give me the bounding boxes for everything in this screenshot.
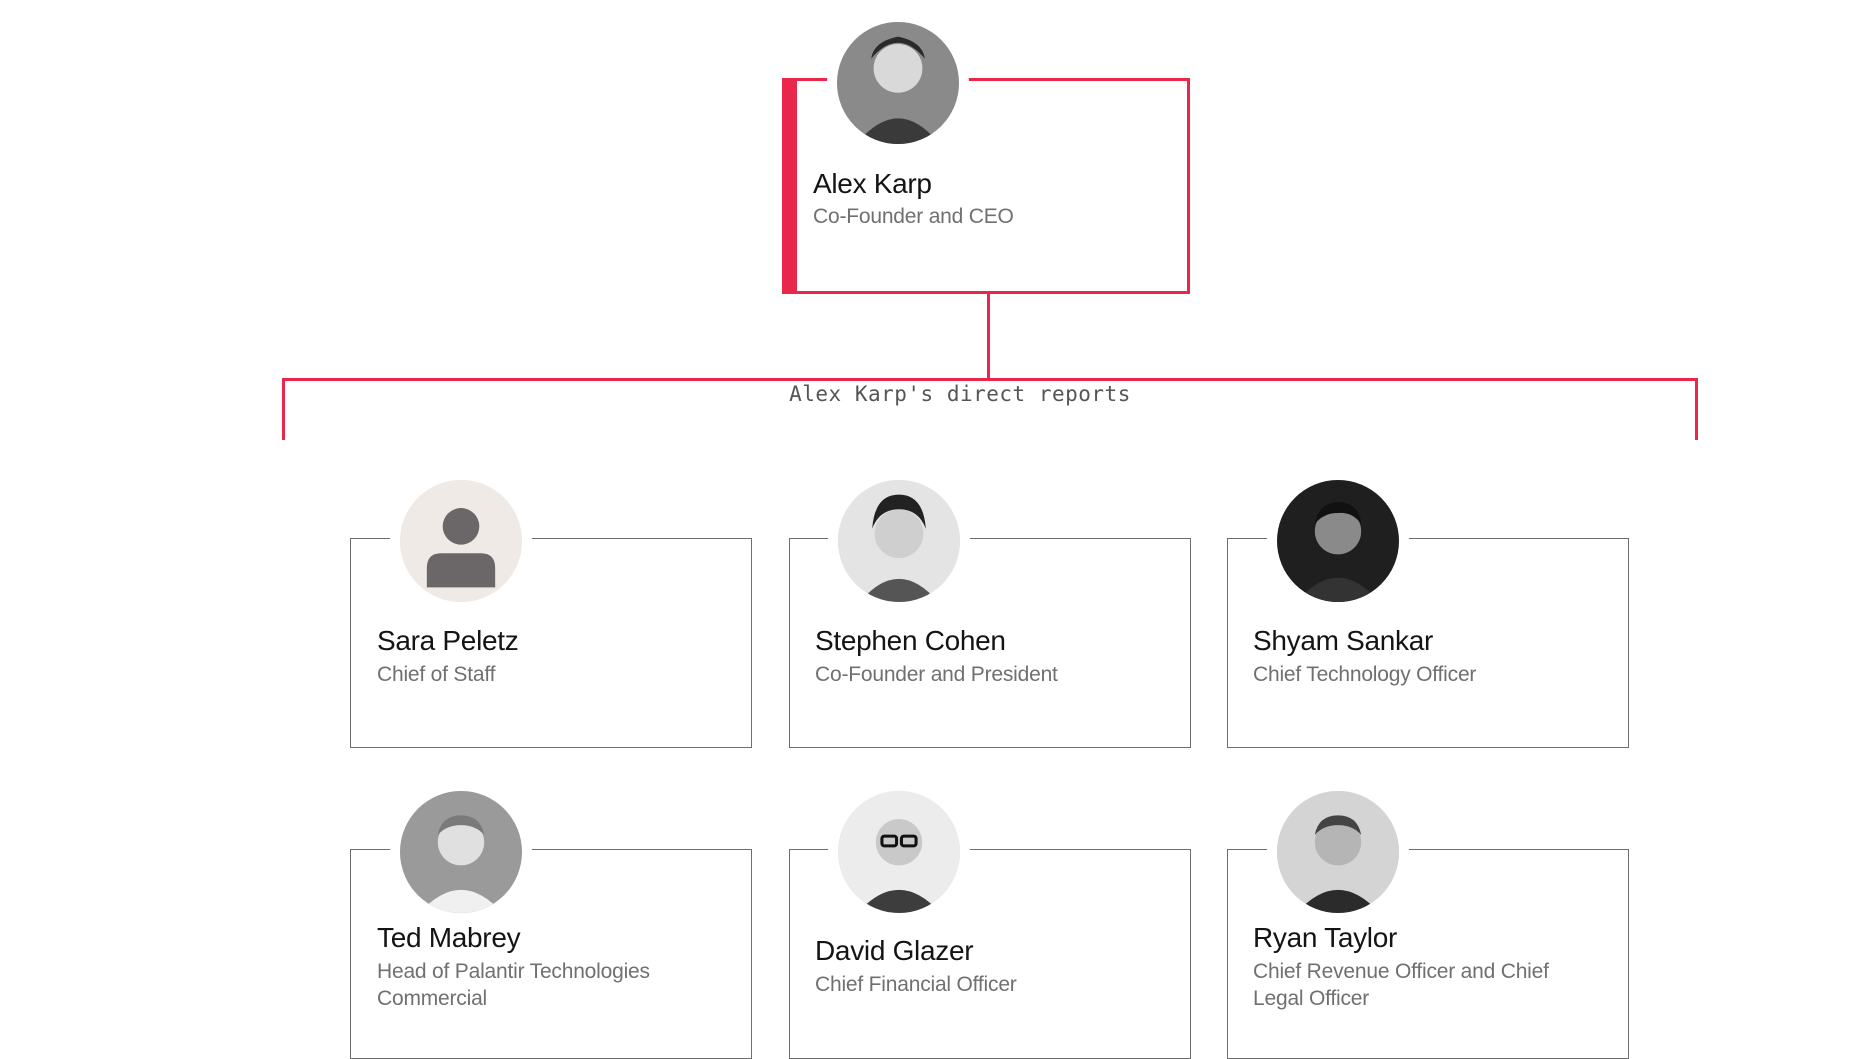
report-name: Stephen Cohen xyxy=(815,625,1006,656)
person-photo-icon xyxy=(838,480,960,602)
bracket-left-tick xyxy=(282,378,285,440)
person-photo-icon xyxy=(1277,480,1399,602)
ceo-connector-line xyxy=(987,292,990,380)
ceo-name: Alex Karp xyxy=(813,168,932,199)
report-name: Sara Peletz xyxy=(377,625,519,656)
report-title: Chief Revenue Officer and Chief Legal Of… xyxy=(1253,960,1549,1010)
ceo-photo-icon xyxy=(837,22,959,144)
report-title: Chief Financial Officer xyxy=(815,973,1017,996)
reports-bracket-line xyxy=(282,378,1698,381)
report-name: Ted Mabrey xyxy=(377,922,521,953)
report-name: Shyam Sankar xyxy=(1253,625,1434,656)
report-title: Chief Technology Officer xyxy=(1253,663,1477,686)
person-photo-icon xyxy=(1277,791,1399,913)
report-title: Head of Palantir Technologies Commercial xyxy=(377,960,650,1010)
person-placeholder-icon xyxy=(400,480,522,602)
report-name: David Glazer xyxy=(815,935,974,966)
report-title: Co-Founder and President xyxy=(815,663,1058,686)
ceo-title: Co-Founder and CEO xyxy=(813,205,1014,228)
person-photo-icon xyxy=(838,791,960,913)
report-name: Ryan Taylor xyxy=(1253,922,1398,953)
report-title: Chief of Staff xyxy=(377,663,496,686)
person-photo-icon xyxy=(400,791,522,913)
bracket-right-tick xyxy=(1695,378,1698,440)
direct-reports-caption: Alex Karp's direct reports xyxy=(789,382,1131,406)
